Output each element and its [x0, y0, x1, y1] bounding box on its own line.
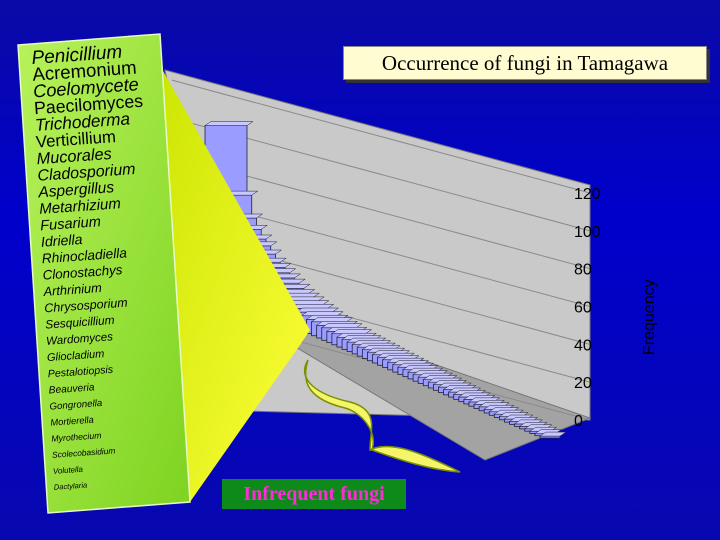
- bar-top: [204, 121, 254, 126]
- taxon-label-aspergillus: Aspergillus: [37, 179, 115, 201]
- taxon-label-dactylaria: Dactylaria: [54, 480, 88, 491]
- taxon-label-chrysosporium: Chrysosporium: [44, 296, 128, 316]
- bar-top: [290, 304, 335, 309]
- taxon-label-cladosporium: Cladosporium: [37, 161, 136, 185]
- gridline: [171, 79, 591, 194]
- chart-title: Occurrence of fungi in Tamagawa: [343, 46, 707, 80]
- infrequent-fungi-label: Infrequent fungi: [222, 479, 406, 509]
- y-tick-label: 120: [574, 186, 601, 203]
- y-tick-label: 20: [574, 375, 592, 392]
- taxon-label-mortierella: Mortierella: [50, 415, 94, 428]
- taxon-label-metarhizium: Metarhizium: [39, 195, 122, 218]
- taxon-label-beauveria: Beauveria: [48, 382, 95, 396]
- taxon-label-rhinocladiella: Rhinocladiella: [41, 245, 127, 266]
- y-axis-label: Frequency: [641, 279, 658, 355]
- bars: [204, 121, 567, 439]
- taxon-label-idriella: Idriella: [40, 231, 83, 250]
- bar-infrequent: [539, 435, 561, 439]
- taxon-label-myrothecium: Myrothecium: [51, 430, 102, 443]
- y-tick-label: 0: [574, 413, 583, 430]
- taxon-label-arthrinium: Arthrinium: [42, 280, 103, 299]
- taxon-label-sesquicillium: Sesquicillium: [45, 313, 115, 332]
- taxon-label-gongronella: Gongronella: [49, 398, 103, 413]
- taxon-label-scolecobasidium: Scolecobasidium: [52, 445, 116, 459]
- taxon-label-fusarium: Fusarium: [40, 214, 102, 234]
- taxon-label-wardomyces: Wardomyces: [46, 331, 114, 348]
- y-tick-label: 60: [574, 300, 592, 317]
- taxon-label-volutella: Volutella: [53, 465, 84, 476]
- y-tick-label: 100: [574, 224, 601, 241]
- y-axis-ticks: 0 20 40 60 80 100 120: [574, 186, 601, 430]
- taxon-label-mucorales: Mucorales: [36, 145, 112, 168]
- taxon-label-pestalotiopsis: Pestalotiopsis: [47, 364, 114, 381]
- infrequent-brace: [303, 359, 461, 473]
- y-tick-label: 40: [574, 337, 592, 354]
- bar-top: [300, 311, 344, 316]
- bar-top: [295, 307, 340, 313]
- taxon-label-clonostachys: Clonostachys: [42, 262, 123, 283]
- funnel-highlight: [150, 48, 310, 502]
- taxa-list: PenicilliumAcremoniumCoelomycetePaecilom…: [31, 42, 144, 492]
- bar-top: [539, 431, 567, 437]
- taxa-panel: [17, 33, 191, 514]
- y-tick-label: 80: [574, 262, 592, 279]
- taxon-label-gliocladium: Gliocladium: [47, 348, 105, 364]
